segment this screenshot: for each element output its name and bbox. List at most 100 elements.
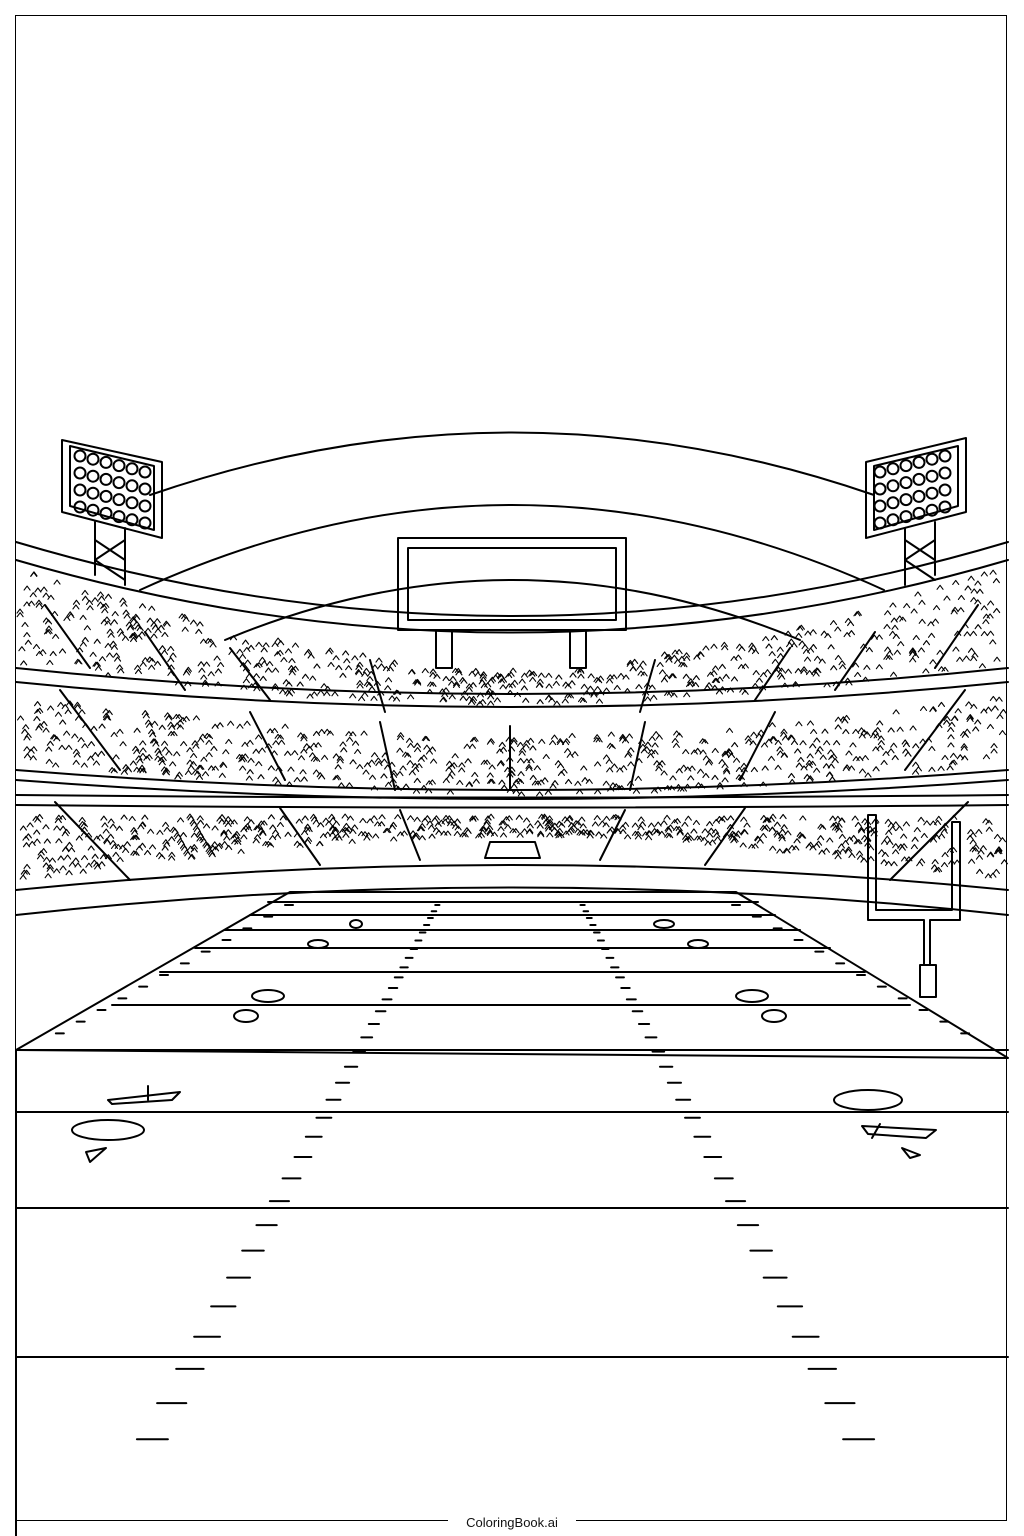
crowd-mark: [955, 709, 961, 713]
crowd-mark: [365, 682, 371, 686]
crowd-mark: [135, 625, 141, 629]
crowd-mark: [892, 756, 898, 760]
crowd-mark: [727, 728, 733, 732]
crowd-mark: [638, 817, 644, 821]
crowd-mark: [785, 631, 791, 635]
crowd-mark: [652, 829, 658, 833]
crowd-mark: [936, 724, 942, 728]
crowd-mark: [702, 740, 708, 744]
crowd-mark: [139, 843, 145, 847]
crowd-mark: [110, 841, 116, 845]
crowd-mark: [73, 749, 79, 753]
crowd-mark: [628, 748, 634, 752]
crowd-mark: [335, 765, 341, 769]
crowd-mark: [546, 684, 552, 688]
crowd-mark: [155, 661, 161, 665]
crowd-mark: [620, 736, 626, 740]
crowd-mark: [196, 765, 202, 769]
crowd-mark: [569, 681, 575, 685]
crowd-mark: [949, 761, 955, 765]
floodlight-bulb: [873, 482, 887, 496]
crowd-mark: [712, 775, 718, 779]
crowd-mark: [62, 705, 68, 709]
crowd-mark: [108, 633, 114, 637]
crowd-mark: [95, 666, 101, 670]
crowd-mark: [109, 768, 115, 772]
crowd-mark: [940, 826, 946, 830]
crowd-mark: [649, 736, 655, 740]
crowd-mark: [230, 636, 236, 640]
crowd-mark: [28, 749, 34, 753]
floodlight-bulb: [899, 476, 913, 490]
crowd-mark: [594, 735, 600, 739]
crowd-mark: [460, 678, 466, 682]
floodlight-bulb: [899, 510, 913, 524]
crowd-mark: [130, 761, 136, 765]
crowd-mark: [688, 776, 694, 780]
crowd-mark: [570, 673, 576, 677]
crowd-mark: [791, 643, 797, 647]
crowd-mark: [936, 816, 942, 820]
crowd-mark: [674, 731, 680, 735]
crowd-mark: [967, 715, 973, 719]
crowd-mark: [285, 751, 291, 755]
crowd-mark: [976, 829, 982, 833]
crowd-mark: [162, 632, 168, 636]
crowd-mark: [52, 735, 58, 739]
crowd-mark: [438, 820, 444, 824]
crowd-mark: [113, 755, 119, 759]
crowd-mark: [981, 572, 987, 576]
crowd-mark: [556, 834, 562, 838]
crowd-mark: [31, 572, 37, 576]
crowd-mark: [800, 741, 806, 745]
crowd-mark: [577, 831, 583, 835]
crowd-mark: [855, 611, 861, 615]
crowd-mark: [218, 662, 224, 666]
crowd-mark: [117, 729, 123, 733]
crowd-mark: [849, 766, 855, 770]
crowd-mark: [92, 752, 98, 756]
floodlight-bulb: [99, 506, 113, 520]
crowd-mark: [975, 720, 981, 724]
crowd-mark: [240, 654, 246, 658]
crowd-mark: [654, 830, 660, 834]
crowd-mark: [366, 683, 372, 687]
crowd-mark: [803, 649, 809, 653]
crowd-mark: [162, 846, 168, 850]
crowd-mark: [480, 677, 486, 681]
crowd-mark: [817, 747, 823, 751]
crowd-mark: [163, 840, 169, 844]
crowd-mark: [421, 785, 427, 789]
crowd-mark: [150, 733, 156, 737]
floodlight-bulb: [125, 479, 139, 493]
crowd-mark: [168, 658, 174, 662]
crowd-mark: [831, 666, 837, 670]
crowd-mark: [860, 769, 866, 773]
crowd-mark: [677, 830, 683, 834]
crowd-mark: [903, 749, 909, 753]
crowd-mark: [307, 694, 313, 698]
crowd-mark: [799, 641, 805, 645]
crowd-mark: [429, 834, 435, 838]
crowd-mark: [653, 732, 659, 736]
crowd-mark: [78, 738, 84, 742]
crowd-mark: [260, 676, 266, 680]
crowd-mark: [518, 792, 524, 796]
crowd-mark: [481, 827, 487, 831]
crowd-mark: [683, 838, 689, 842]
crowd-mark: [202, 680, 208, 684]
crowd-mark: [641, 672, 647, 676]
crowd-mark: [74, 702, 80, 706]
crowd-mark: [643, 691, 649, 695]
crowd-mark: [632, 831, 638, 835]
crowd-mark: [872, 730, 878, 734]
crowd-mark: [640, 661, 646, 665]
crowd-mark: [395, 815, 401, 819]
crowd-mark: [177, 720, 183, 724]
crowd-mark: [604, 816, 610, 820]
crowd-mark: [129, 816, 135, 820]
crowd-mark: [46, 759, 52, 763]
crowd-mark: [204, 844, 210, 848]
crowd-mark: [575, 821, 581, 825]
crowd-mark: [254, 835, 260, 839]
